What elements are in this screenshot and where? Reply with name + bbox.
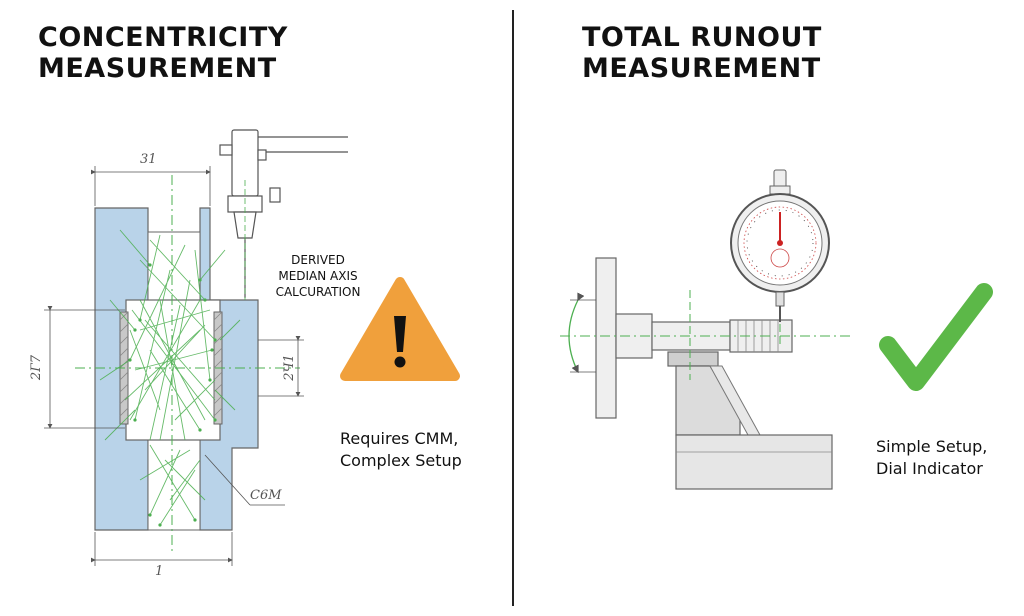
dimension-right: 2Ч1 bbox=[281, 354, 297, 381]
runout-caption-line1: Simple Setup, bbox=[876, 437, 988, 456]
runout-caption: Simple Setup, Dial Indicator bbox=[876, 436, 987, 480]
dimension-top: 31 bbox=[140, 152, 157, 167]
checkmark-icon bbox=[879, 283, 993, 391]
median-axis-annotation: DERIVED MEDIAN AXIS CALCURATION bbox=[258, 252, 378, 300]
annotation-line1: DERIVED bbox=[291, 253, 345, 267]
warning-icon bbox=[340, 277, 460, 381]
concentricity-caption-line1: Requires CMM, bbox=[340, 429, 459, 448]
concentricity-title: CONCENTRICITY MEASUREMENT bbox=[38, 22, 288, 84]
concentricity-title-line2: MEASUREMENT bbox=[38, 53, 277, 84]
runout-setup-drawing bbox=[560, 169, 850, 490]
dimension-left: 2Г7 bbox=[29, 354, 45, 381]
annotation-line2: MEDIAN AXIS bbox=[278, 269, 358, 283]
concentricity-part-drawing bbox=[44, 129, 348, 566]
part-label: C6M bbox=[250, 488, 282, 503]
runout-title-line1: TOTAL RUNOUT bbox=[582, 22, 822, 53]
annotation-line3: CALCURATION bbox=[275, 285, 361, 299]
concentricity-caption-line2: Complex Setup bbox=[340, 451, 462, 470]
runout-caption-line2: Dial Indicator bbox=[876, 459, 983, 478]
runout-title: TOTAL RUNOUT MEASUREMENT bbox=[582, 22, 822, 84]
concentricity-caption: Requires CMM, Complex Setup bbox=[340, 428, 462, 472]
center-divider bbox=[512, 10, 514, 606]
dimension-bottom: 1 bbox=[155, 564, 164, 579]
runout-title-line2: MEASUREMENT bbox=[582, 53, 821, 84]
concentricity-title-line1: CONCENTRICITY bbox=[38, 22, 288, 53]
